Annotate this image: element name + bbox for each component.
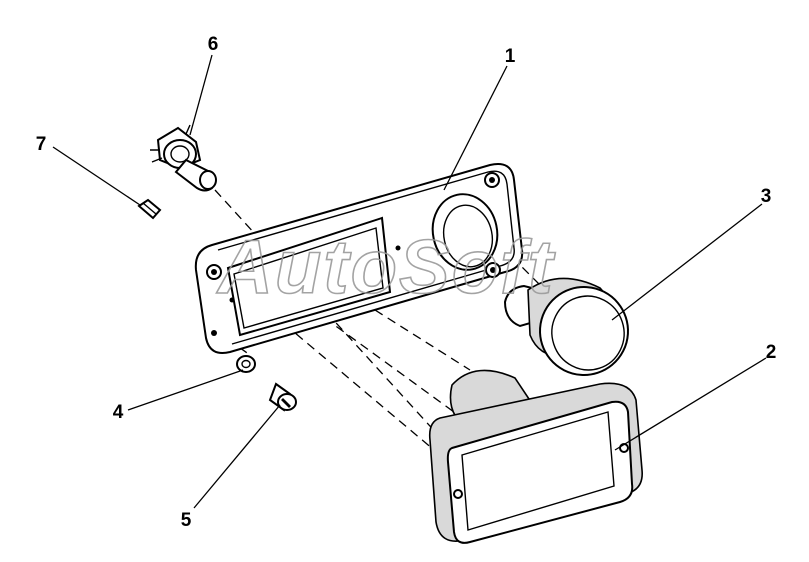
mounting-plate — [194, 163, 524, 354]
watermark: AutoSoft — [216, 225, 555, 310]
callout-number-2: 2 — [766, 342, 777, 363]
callout-number-4: 4 — [113, 402, 124, 423]
washer — [236, 355, 256, 373]
callout-number-3: 3 — [761, 186, 772, 207]
halogen-bulb — [150, 124, 217, 192]
callout-number-1: 1 — [505, 46, 516, 67]
round-lamp — [503, 277, 629, 376]
callout-number-6: 6 — [208, 34, 219, 55]
screw — [268, 382, 297, 412]
rectangular-lamp — [428, 369, 643, 544]
small-lamp — [137, 198, 162, 220]
leader-lines — [52, 54, 767, 509]
callout-number-5: 5 — [181, 510, 192, 531]
callout-number-7: 7 — [36, 134, 47, 155]
